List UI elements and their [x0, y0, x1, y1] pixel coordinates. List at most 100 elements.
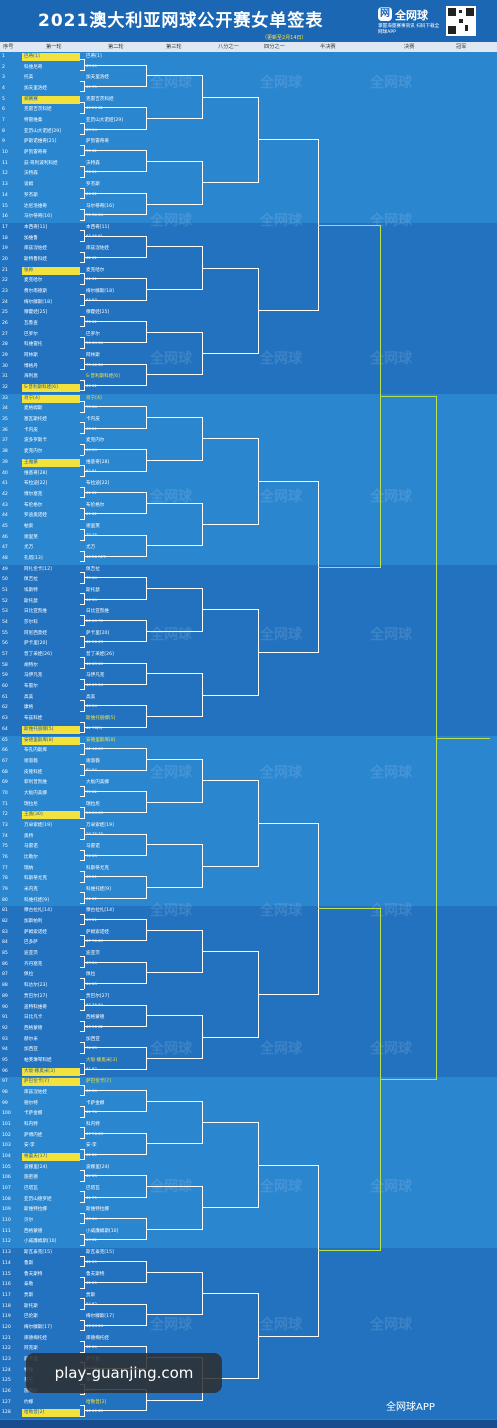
round1-row[interactable]: 贾巴尔[27]89 [0, 993, 94, 1002]
round2-match[interactable]: 巴蒂[1]63 60 [86, 53, 148, 70]
round1-row[interactable]: 安德里斯库[8]65 [0, 736, 94, 746]
round2-match[interactable]: 克雷吉茨科娃63 26 62 [86, 96, 148, 113]
round2-match[interactable]: 安·李62 60 [86, 1142, 148, 1159]
round2-match[interactable]: 阿林斯75 46 60 [86, 352, 148, 369]
round2-match[interactable]: 普丁采娃[26]46 63 63 [86, 651, 148, 668]
round1-row[interactable]: 亚历山大诺娃[29]8 [0, 128, 94, 137]
round2-match[interactable]: 麦克内尔64 64 [86, 437, 148, 454]
round1-row[interactable]: 马尔蒂奇[16]16 [0, 213, 94, 222]
round2-match[interactable]: 库德梅托娃62 64 [86, 1335, 148, 1352]
round1-row[interactable]: 布拉迪[22]41 [0, 480, 94, 489]
round2-match[interactable]: 斯托瑟64 64 [86, 587, 148, 604]
round2-match[interactable]: 科内特67 76 63 [86, 1121, 148, 1138]
round1-row[interactable]: 梅尔滕斯[17]120 [0, 1324, 94, 1333]
qr-code-icon[interactable] [446, 6, 476, 36]
round1-row[interactable]: 斯瓦泰克[15]113 [0, 1249, 94, 1258]
round1-row[interactable]: S·普利斯科娃[6]32 [0, 384, 94, 393]
round2-match[interactable]: 加夫里洛娃61 75 [86, 74, 148, 91]
round1-row[interactable]: 科维托娃[9]80 [0, 897, 94, 906]
round2-match[interactable]: 贾斯64 62 [86, 1292, 148, 1309]
round2-match[interactable]: 哈勒普[2]46 60 63 [86, 1399, 148, 1416]
round2-match[interactable]: 梅尔滕斯[17]46 64 64 [86, 1313, 148, 1330]
round2-match[interactable]: 卡内皮63 61 [86, 416, 148, 433]
round2-match[interactable]: 高美64 64 [86, 694, 148, 711]
round2-match[interactable]: 维基奇[28]62 61 [86, 459, 148, 476]
round2-match[interactable]: 布拉迪[22]61 62 [86, 480, 148, 497]
round2-match[interactable]: 穆古拉扎[14]63 61 [86, 907, 148, 924]
round2-match[interactable]: 谢淑薇62 64 [86, 758, 148, 775]
round2-match[interactable]: 万卓索娃[19]26 75 75 [86, 822, 148, 839]
round2-match[interactable]: 斯维特拉娜63 64 [86, 1206, 148, 1223]
round2-match[interactable]: 萨姆索诺娃67 76 63 [86, 929, 148, 946]
round2-match[interactable]: 梅尔滕斯[18]63 63 [86, 288, 148, 305]
round2-match[interactable]: 沃特森76 61 [86, 160, 148, 177]
round2-match[interactable]: 贾巴尔[27]63 36 64 [86, 993, 148, 1010]
round1-row[interactable]: 小威廉姆斯[10]112 [0, 1238, 94, 1247]
round1-row[interactable]: 穆霍娃[25]25 [0, 309, 94, 318]
round1-row[interactable]: 巴蒂[1]1 [0, 53, 94, 62]
round1-row[interactable]: 波娜里[24]105 [0, 1164, 94, 1173]
round2-match[interactable]: 马雷诺76 63 [86, 843, 148, 860]
round2-match[interactable]: 科维托娃[9]61 62 [86, 886, 148, 903]
round2-match[interactable]: 巴罗尔36 64 64 [86, 331, 148, 348]
round1-row[interactable]: 萨巴伦卡[7]97 [0, 1078, 94, 1087]
round2-match[interactable]: 麦克哈尔61 61 [86, 267, 148, 284]
round2-match[interactable]: 西格蒙德63 36 62 [86, 1014, 148, 1031]
round1-row[interactable]: 格蕾夫[17]104 [0, 1153, 94, 1162]
round2-match[interactable]: 罗杰斯64 62 [86, 181, 148, 198]
round1-row[interactable]: 肖宁[4]33 [0, 394, 94, 404]
round2-match[interactable]: 迪亚茨63 64 [86, 950, 148, 967]
site-badge[interactable]: play-guanjing.com [26, 1353, 222, 1393]
round2-match[interactable]: 亚历山大诺娃[29]63 64 [86, 117, 148, 134]
round1-row[interactable]: 普丁采娃[26]57 [0, 651, 94, 660]
round1-row[interactable]: 科达尔[23]88 [0, 982, 94, 991]
round2-match[interactable]: 穆霍娃[25]75 62 [86, 309, 148, 326]
round2-match[interactable]: 库兹涅佐娃62 62 [86, 245, 148, 262]
